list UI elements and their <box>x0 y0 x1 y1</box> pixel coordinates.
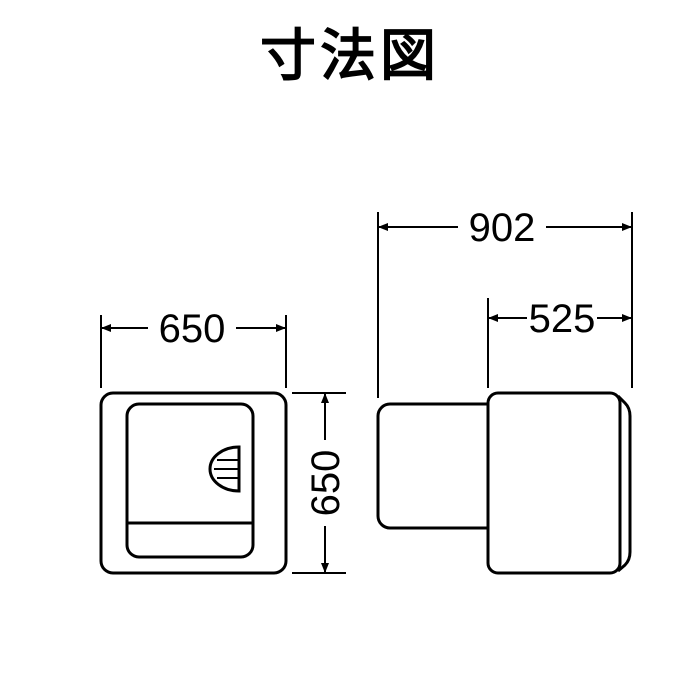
page-title: 寸法図 <box>260 23 440 89</box>
side-view <box>376 391 632 575</box>
side-total-depth-dimension: 902 <box>377 206 633 398</box>
side-rear-panel <box>616 394 632 573</box>
front-height-label: 650 <box>304 450 348 517</box>
front-width-dimension: 650 <box>100 307 287 388</box>
front-inner-panel <box>125 402 255 559</box>
side-front-protrusion <box>376 402 504 530</box>
side-body-depth-label: 525 <box>529 297 596 341</box>
side-body-depth-dimension: 525 <box>487 297 632 388</box>
front-view <box>99 391 288 575</box>
front-height-dimension: 650 <box>292 392 348 574</box>
front-width-label: 650 <box>159 307 226 351</box>
side-main-body <box>486 391 622 575</box>
side-total-depth-label: 902 <box>469 206 536 250</box>
